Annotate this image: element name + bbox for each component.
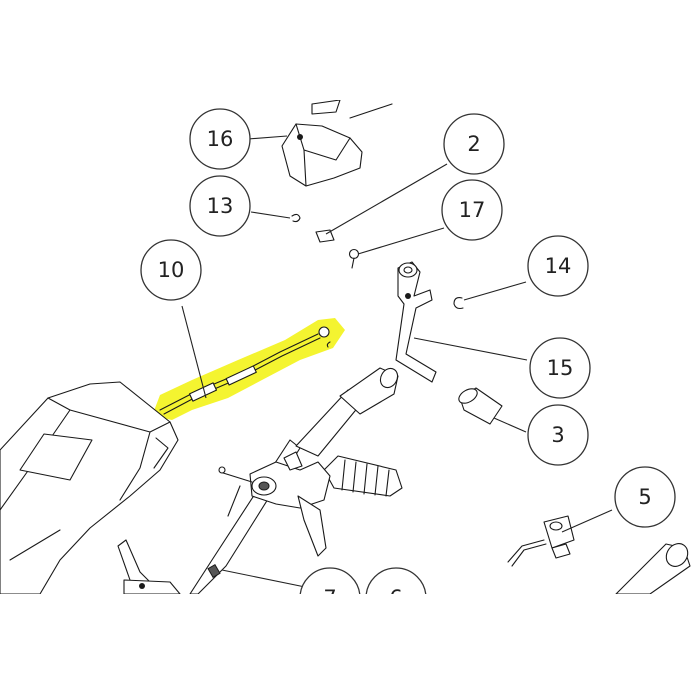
callout-16: 16 [189, 108, 251, 170]
callout-13: 13 [189, 175, 251, 237]
part-17-spring [348, 248, 360, 269]
part-16-cover [281, 123, 363, 187]
part-2-bracket [315, 229, 335, 243]
main-housing [0, 381, 179, 594]
part-15-lever [395, 261, 437, 383]
callout-7-label: 7 [323, 586, 336, 610]
callout-3-label: 3 [551, 423, 564, 447]
callout-15-label: 15 [547, 356, 574, 380]
callout-17-label: 17 [459, 198, 486, 222]
leader-lines [181, 135, 613, 589]
part-14-clip [453, 297, 464, 310]
part-13-clip [291, 213, 301, 223]
callout-5: 5 [614, 466, 676, 528]
callout-3: 3 [527, 404, 589, 466]
callout-14-label: 14 [545, 254, 572, 278]
callout-2: 2 [443, 113, 505, 175]
callout-14: 14 [527, 235, 589, 297]
callout-10-label: 10 [158, 258, 185, 282]
callout-15: 15 [529, 337, 591, 399]
callout-16-label: 16 [207, 127, 234, 151]
callout-10: 10 [140, 239, 202, 301]
callout-13-label: 13 [207, 194, 234, 218]
callout-2-label: 2 [467, 132, 480, 156]
part-5-switch [507, 515, 575, 567]
callout-5-label: 5 [638, 485, 651, 509]
top-plate [311, 100, 393, 119]
callout-7: 7 [299, 567, 361, 610]
throttle-grip [323, 455, 403, 497]
part-10-cable [159, 326, 331, 415]
brake-lever-left [117, 539, 181, 594]
part-3-sleeve [458, 387, 503, 425]
right-grip [615, 543, 691, 594]
callout-17: 17 [441, 179, 503, 241]
callout-6-label: 6 [389, 586, 402, 610]
callout-6: 6 [365, 567, 427, 610]
switch-cluster [218, 451, 331, 557]
